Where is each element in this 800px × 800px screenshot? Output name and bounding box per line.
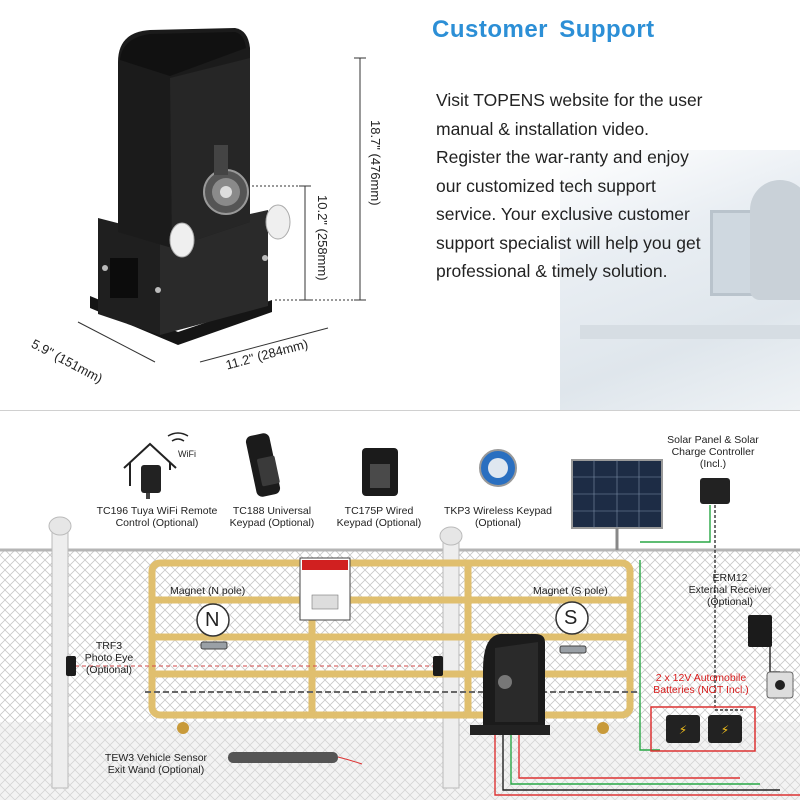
magnet-n-letter: N xyxy=(205,609,220,631)
solar-label: Solar Panel & Solar Charge Controller (I… xyxy=(658,434,768,470)
batteries-label: 2 x 12V Automobile Batteries (NOT Incl.) xyxy=(645,672,757,696)
magnet-n-label: Magnet (N pole) xyxy=(170,585,246,597)
support-description: Visit TOPENS website for the user manual… xyxy=(436,86,786,286)
support-line: service. Your exclusive customer xyxy=(436,204,690,224)
trf3-label: TRF3 Photo Eye (Optional) xyxy=(78,640,140,676)
tc196-line-2: Control (Optional) xyxy=(115,517,199,529)
office-background xyxy=(560,150,800,410)
tc188-line-2: Keypad (Optional) xyxy=(229,517,315,529)
tkp3-line-1: TKP3 Wireless Keypad xyxy=(444,505,552,517)
tkp3-line-2: (Optional) xyxy=(474,517,522,529)
erm12-label: ERM12 External Receiver (Optional) xyxy=(680,572,780,608)
section-divider xyxy=(0,410,800,411)
svg-text:⚡: ⚡ xyxy=(721,723,729,737)
tc175p-label: TC175P Wired Keypad (Optional) xyxy=(329,505,429,529)
trf3-line-2: Photo Eye xyxy=(84,652,134,664)
trf3-line-1: TRF3 xyxy=(95,640,123,652)
tc196-label: TC196 Tuya WiFi Remote Control (Optional… xyxy=(92,505,222,529)
support-line: our customized tech support xyxy=(436,175,656,196)
solar-line-1: Solar Panel & Solar xyxy=(667,434,759,446)
gate-opener-illustration xyxy=(77,28,366,363)
solar-line-3: (Incl.) xyxy=(699,458,727,470)
wifi-badge: WiFi xyxy=(178,449,196,459)
erm12-line-3: (Optional) xyxy=(706,596,754,608)
support-line: professional & timely solution. xyxy=(436,261,668,281)
batteries-line-2: Batteries (NOT Incl.) xyxy=(653,684,749,696)
svg-text:⚡: ⚡ xyxy=(679,723,687,737)
support-line: support specialist will help you get xyxy=(436,232,701,253)
magnet-s-label: Magnet (S pole) xyxy=(533,585,608,597)
tc175p-line-2: Keypad (Optional) xyxy=(336,517,422,529)
dim-height: 18.7" (476mm) xyxy=(368,120,383,206)
batteries-line-1: 2 x 12V Automobile xyxy=(655,672,747,684)
solar-line-2: Charge Controller xyxy=(671,446,755,458)
tkp3-label: TKP3 Wireless Keypad (Optional) xyxy=(438,505,558,529)
erm12-line-2: External Receiver xyxy=(688,584,772,596)
tew3-line-2: Exit Wand (Optional) xyxy=(107,764,205,776)
customer-support-title: Customer Support xyxy=(432,16,655,43)
magnet-s-letter: S xyxy=(564,607,578,629)
tc188-label: TC188 Universal Keypad (Optional) xyxy=(222,505,322,529)
installation-diagram: ⚡ ⚡ xyxy=(0,432,800,800)
tew3-label: TEW3 Vehicle Sensor Exit Wand (Optional) xyxy=(98,752,214,776)
erm12-line-1: ERM12 xyxy=(712,572,748,584)
trf3-line-3: (Optional) xyxy=(85,664,133,676)
tc188-line-1: TC188 Universal xyxy=(232,505,312,517)
tc196-line-1: TC196 Tuya WiFi Remote xyxy=(96,505,218,517)
support-line: Register the war-ranty and enjoy xyxy=(436,147,689,167)
support-line: Visit TOPENS website for the user xyxy=(436,90,703,110)
dim-gear-height: 10.2" (258mm) xyxy=(315,195,330,281)
tew3-line-1: TEW3 Vehicle Sensor xyxy=(104,752,208,764)
top-section: 18.7" (476mm) 10.2" (258mm) 5.9" (151mm)… xyxy=(29,16,800,410)
support-line: manual & installation video. xyxy=(436,118,650,139)
tc175p-line-1: TC175P Wired xyxy=(344,505,414,517)
